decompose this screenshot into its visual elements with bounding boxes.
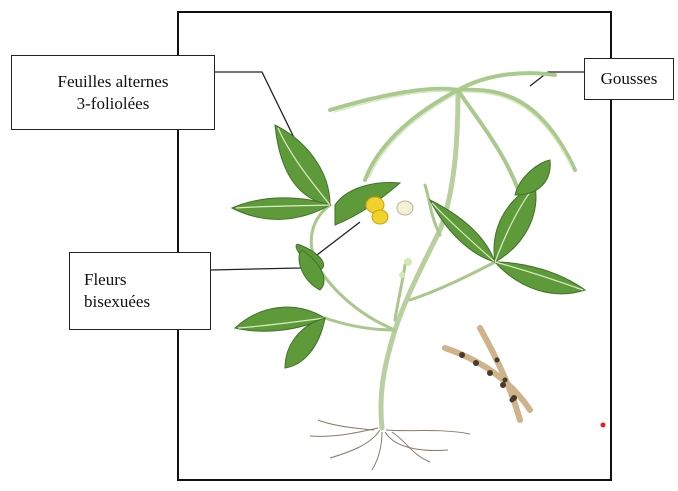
label-leaves-line2: 3-foliolées — [77, 93, 150, 115]
stems — [311, 90, 495, 428]
marker-dot — [601, 423, 606, 428]
label-pods: Gousses — [584, 58, 674, 100]
label-pods-text: Gousses — [601, 68, 658, 90]
roots — [310, 420, 470, 470]
label-flowers: Fleurs bisexuées — [69, 252, 211, 330]
leaves — [232, 125, 585, 368]
label-flowers-line2: bisexuées — [84, 291, 150, 313]
leader-flowers — [211, 222, 360, 270]
leader-lines — [211, 72, 584, 270]
dry-pod — [445, 328, 530, 420]
label-leaves: Feuilles alternes 3-foliolées — [11, 55, 215, 130]
label-leaves-line1: Feuilles alternes — [58, 71, 169, 93]
label-flowers-line1: Fleurs — [84, 269, 127, 291]
